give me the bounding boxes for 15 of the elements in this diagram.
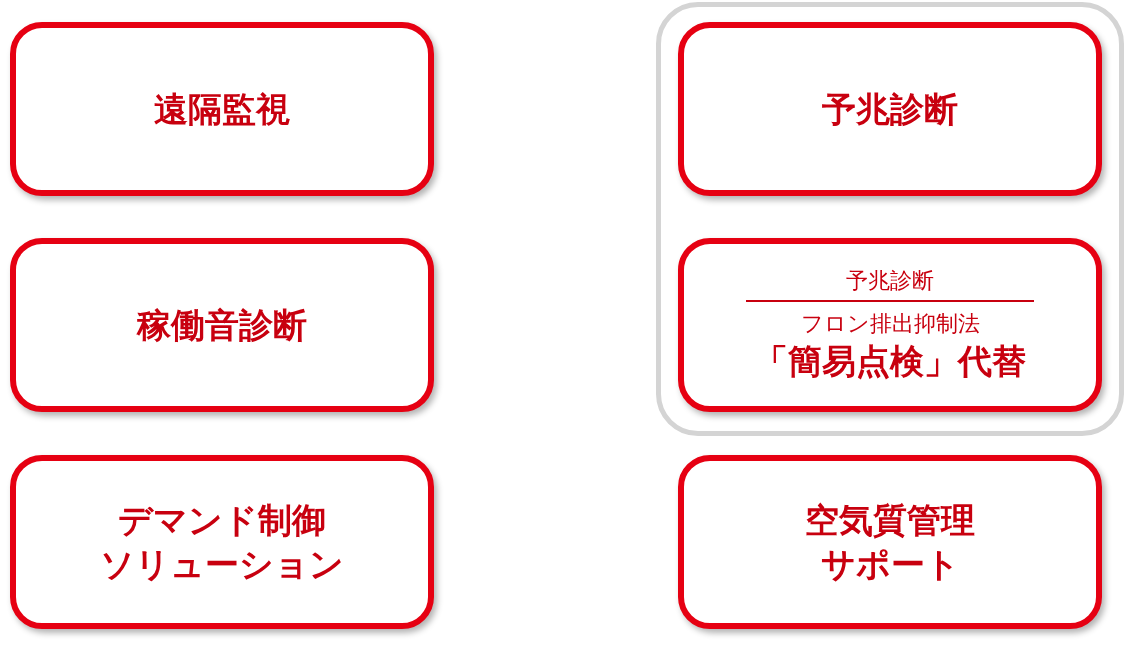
- box-title: 遠隔監視: [153, 87, 291, 131]
- box-title: デマンド制御ソリューション: [99, 498, 345, 586]
- service-box: [678, 238, 1102, 412]
- box-title: 空気質管理サポート: [804, 498, 976, 586]
- service-box: [10, 238, 434, 412]
- box-title: 予兆診断: [821, 87, 959, 131]
- service-box: [678, 455, 1102, 629]
- service-box: [10, 455, 434, 629]
- service-box: [678, 22, 1102, 196]
- heading-text: 予兆診断: [746, 267, 1034, 302]
- sub-text: フロン排出抑制法: [800, 309, 980, 338]
- service-box: [10, 22, 434, 196]
- box-title: 稼働音診断: [135, 303, 308, 347]
- group-frame: [656, 2, 1124, 436]
- main-text: 「簡易点検」代替: [753, 339, 1027, 383]
